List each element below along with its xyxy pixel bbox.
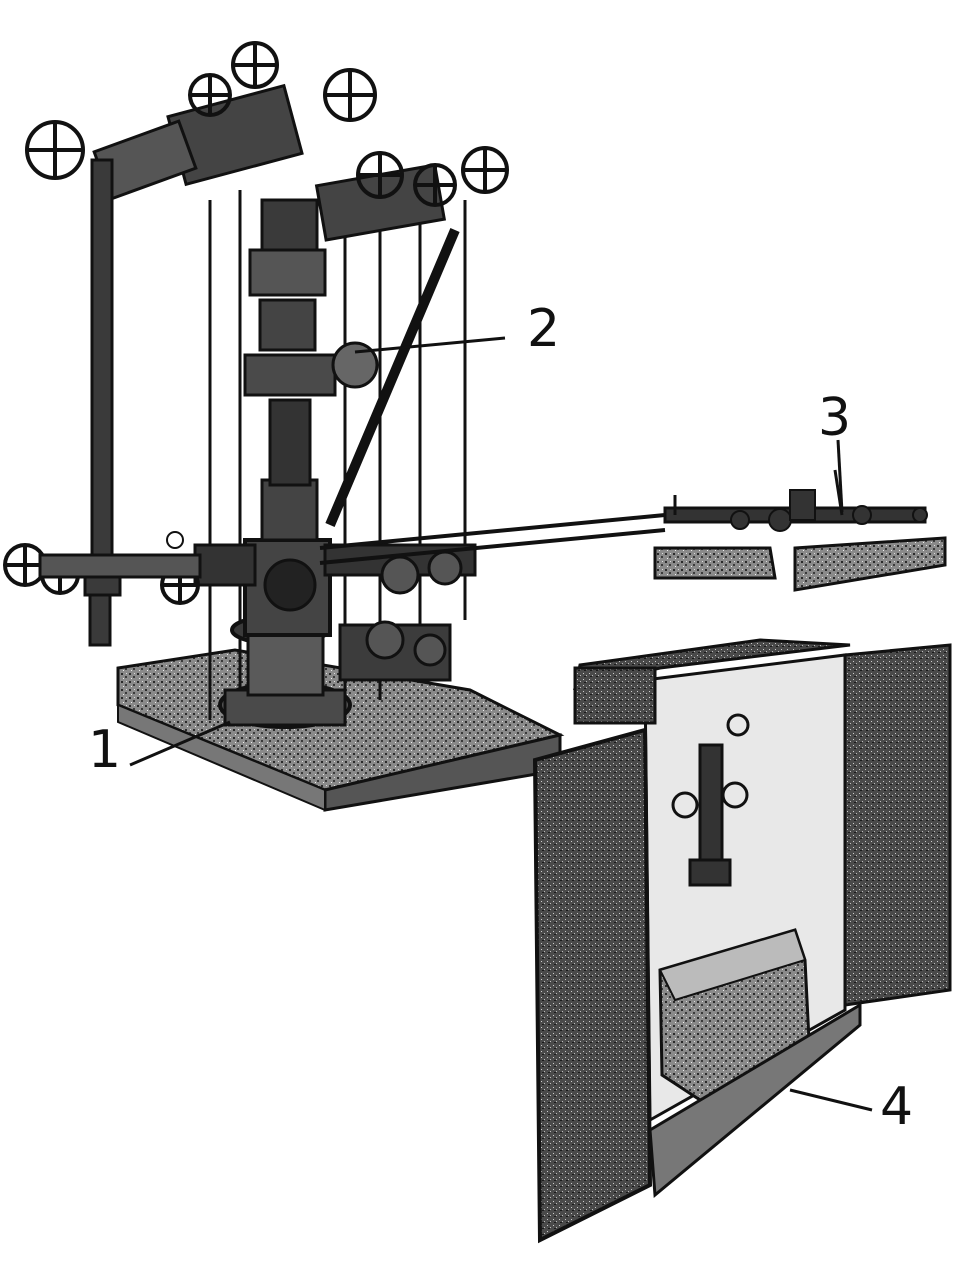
- leader-2: [354, 336, 506, 354]
- control-cabinet: [532, 638, 952, 1244]
- leader-1: [129, 720, 231, 767]
- callout-leaders: [129, 336, 873, 1112]
- diagonal-strut: [325, 228, 460, 527]
- handwheel-icon: [3, 543, 47, 587]
- distant-manifold: [663, 469, 928, 532]
- flow-line: [319, 513, 666, 565]
- wellhead-christmas-tree: [92, 83, 477, 729]
- callout-label-1: 1: [88, 720, 122, 780]
- handwheels: [3, 41, 509, 605]
- leader-3: [836, 439, 844, 513]
- handwheel-icon: [461, 146, 509, 194]
- cabinet-mini-tree: [671, 713, 750, 887]
- handwheel-icon: [25, 120, 85, 180]
- manifold-supports: [653, 536, 947, 592]
- callout-label-4: 4: [880, 1077, 914, 1137]
- callout-label-3: 3: [818, 388, 852, 448]
- handwheel-icon: [323, 68, 377, 122]
- leader-4: [789, 1088, 873, 1112]
- handwheel-icon: [188, 73, 232, 117]
- callout-label-2: 2: [527, 299, 561, 359]
- handwheel-icon: [356, 151, 404, 199]
- left-flow-line: [38, 158, 202, 647]
- handwheel-icon: [231, 41, 279, 89]
- handwheel-icon: [413, 163, 457, 207]
